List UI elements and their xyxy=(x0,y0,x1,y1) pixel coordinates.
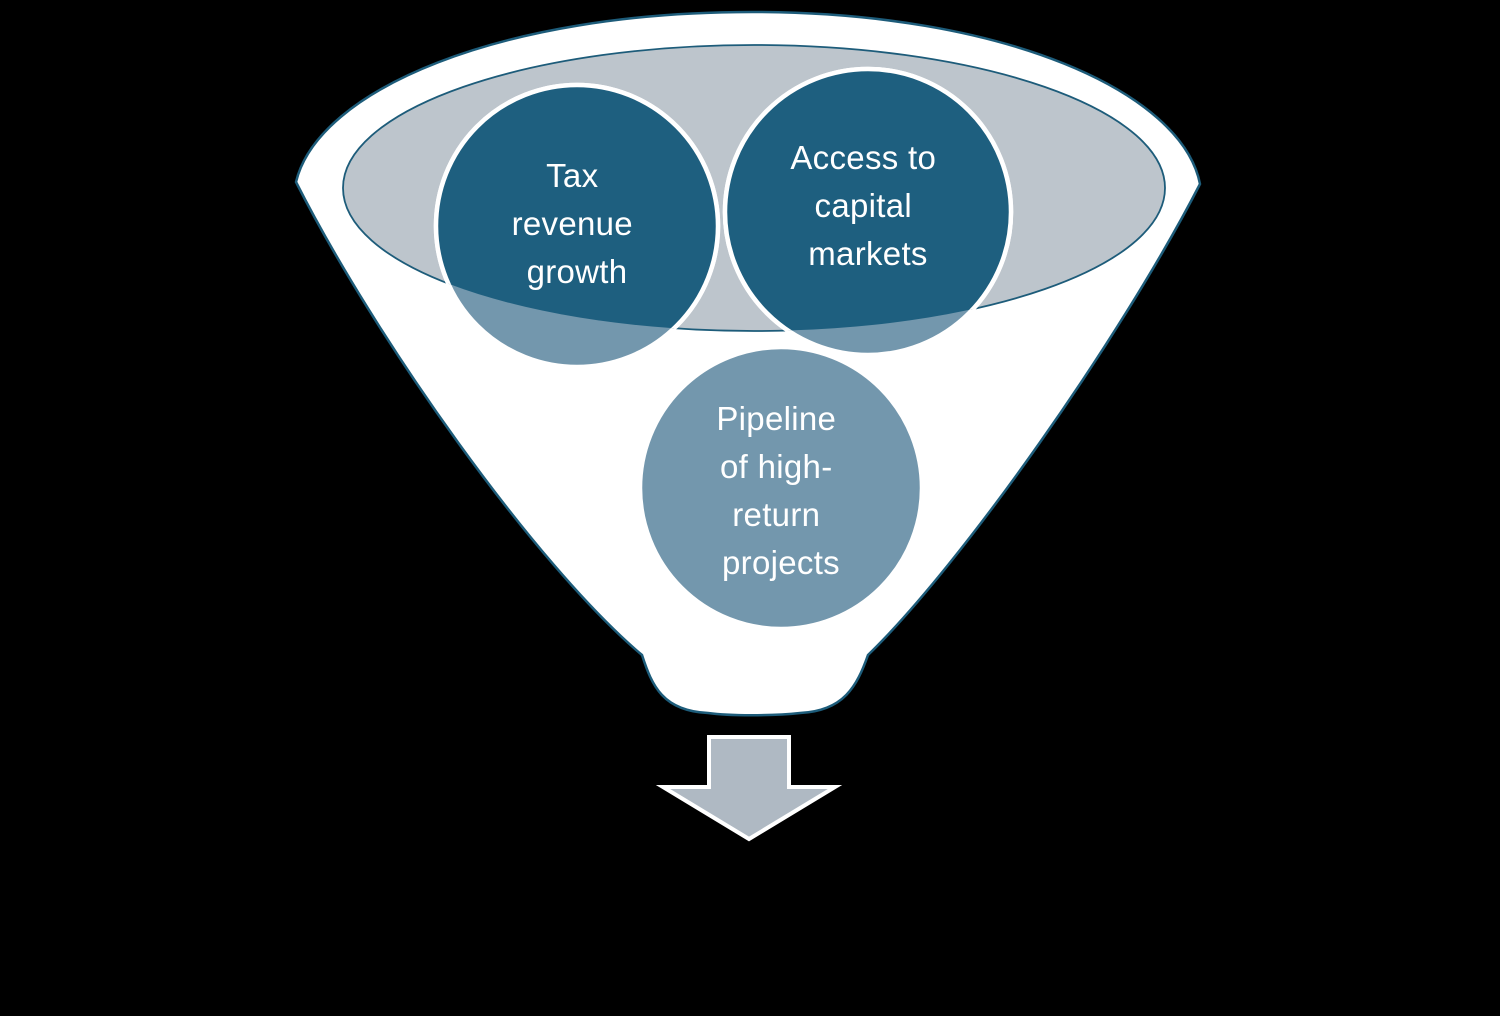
bubble-pipeline-projects xyxy=(637,344,925,632)
bubble-line: growth xyxy=(527,253,628,290)
bubble-line: Tax xyxy=(546,157,598,194)
bubble-tax-revenue-growth xyxy=(433,82,721,370)
bubble-line: Pipeline xyxy=(716,400,836,437)
bubble-capital-label: Access to capital markets xyxy=(790,139,945,272)
bubble-line: projects xyxy=(722,544,840,581)
bubble-pipeline-label: Pipeline of high- return projects xyxy=(716,400,845,581)
bubble-tax-upper-circle xyxy=(433,82,721,331)
bubble-line: of high- xyxy=(720,448,832,485)
bubble-line: markets xyxy=(808,235,927,272)
bubble-access-capital-markets xyxy=(722,66,1014,358)
bubble-line: revenue xyxy=(512,205,633,242)
arrow-down-icon xyxy=(655,735,843,842)
bubble-line: capital xyxy=(815,187,913,224)
bubble-pipeline-circle xyxy=(637,344,925,632)
bubble-tax-label: Tax revenue growth xyxy=(512,157,643,290)
bubble-capital-upper-circle xyxy=(722,66,1014,331)
bubble-line: return xyxy=(732,496,820,533)
bubble-line: Access to xyxy=(790,139,936,176)
